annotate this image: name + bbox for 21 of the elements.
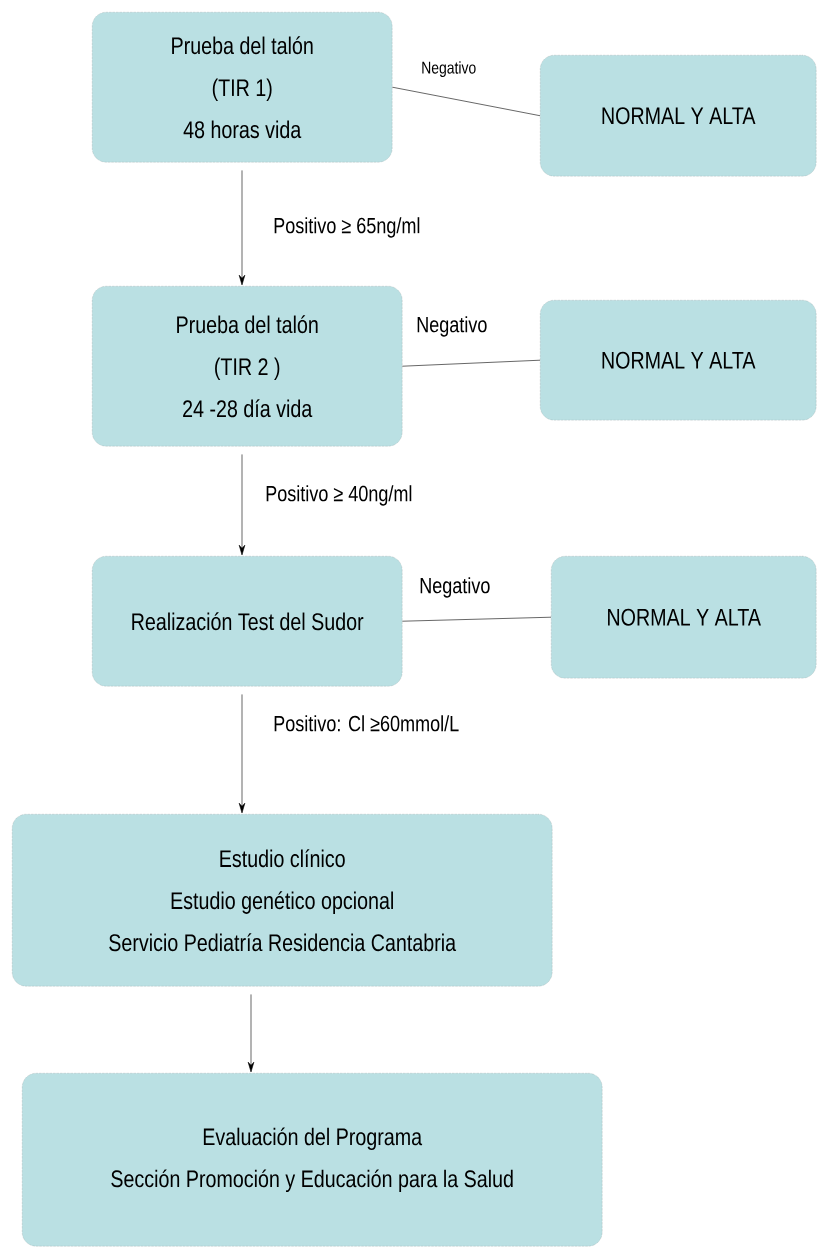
- connector-line: [402, 616, 552, 622]
- process-box: NORMAL Y ALTA: [540, 55, 817, 177]
- edge-label: Negativo: [422, 61, 476, 78]
- connector-line: [392, 86, 541, 116]
- arrow: [238, 170, 246, 286]
- arrow: [238, 454, 246, 556]
- edge-label: Positivo ≥ 40ng/ml: [266, 485, 412, 506]
- edge-label: Positivo: Cl ≥60mmol/L: [274, 715, 459, 732]
- process-box: NORMAL Y ALTA: [540, 300, 817, 421]
- arrow: [247, 994, 255, 1073]
- process-box: Prueba del talón (TIR 1) 48 horas vida: [92, 12, 393, 163]
- process-box: NORMAL Y ALTA: [551, 556, 817, 679]
- arrow: [238, 694, 246, 814]
- process-box: Realización Test del Sudor: [92, 556, 403, 687]
- edge-label: Positivo ≥ 65ng/ml: [274, 217, 420, 238]
- edge-label: Negativo: [420, 577, 490, 598]
- process-box: Estudio clínico Estudio genético opcional Servicio Pediatría Residencia Cantabria: [12, 814, 553, 987]
- process-box: Evaluación del Programa Sección Promoción y Educación para la Salud: [22, 1073, 603, 1247]
- process-box: Prueba del talón (TIR 2 ) 24 -28 día vida: [92, 286, 403, 447]
- connector-line: [402, 359, 541, 367]
- edge-label: Negativo: [417, 316, 487, 337]
